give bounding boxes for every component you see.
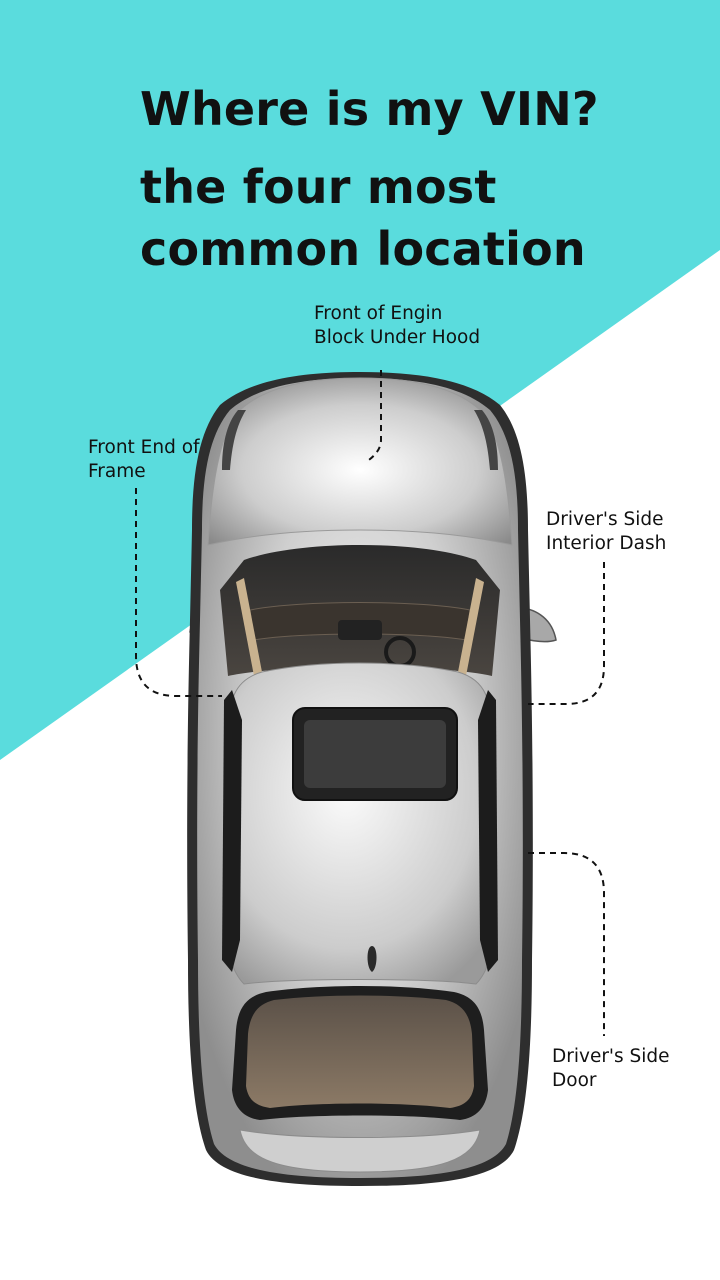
label-engine-block-line1: Front of Engin (314, 303, 443, 324)
right-a-pillar (458, 578, 484, 676)
label-interior-dash: Driver's Side Interior Dash (546, 508, 666, 556)
label-driver-door: Driver's Side Door (552, 1045, 670, 1093)
sunroof-glass (304, 720, 446, 788)
roof-antenna (367, 946, 377, 972)
right-side-windows (478, 690, 498, 972)
rear-bumper (239, 1129, 481, 1173)
callout-line-dash (528, 562, 605, 705)
label-engine-block-line2: Block Under Hood (314, 327, 481, 348)
left-headlight (222, 410, 246, 470)
dash-console (338, 620, 382, 640)
subtitle-line-2: common location (140, 222, 586, 276)
label-front-frame: Front End of Frame (88, 436, 200, 484)
label-front-frame-line2: Frame (88, 461, 146, 482)
left-side-windows (222, 690, 242, 972)
page-title: Where is my VIN? (140, 82, 599, 136)
left-a-pillar (236, 578, 262, 676)
callout-line-door (528, 852, 605, 1036)
trunk-liner (246, 995, 474, 1108)
callout-line-frame (135, 488, 222, 697)
callout-line-hood (365, 370, 382, 463)
label-driver-door-line2: Door (552, 1070, 597, 1091)
label-interior-dash-line2: Interior Dash (546, 533, 667, 554)
label-interior-dash-line1: Driver's Side (546, 509, 664, 530)
right-headlight (474, 410, 498, 470)
subtitle-line-1: the four most (140, 160, 497, 214)
label-engine-block: Front of Engin Block Under Hood (314, 302, 480, 350)
label-front-frame-line1: Front End of (88, 437, 200, 458)
label-driver-door-line1: Driver's Side (552, 1046, 670, 1067)
